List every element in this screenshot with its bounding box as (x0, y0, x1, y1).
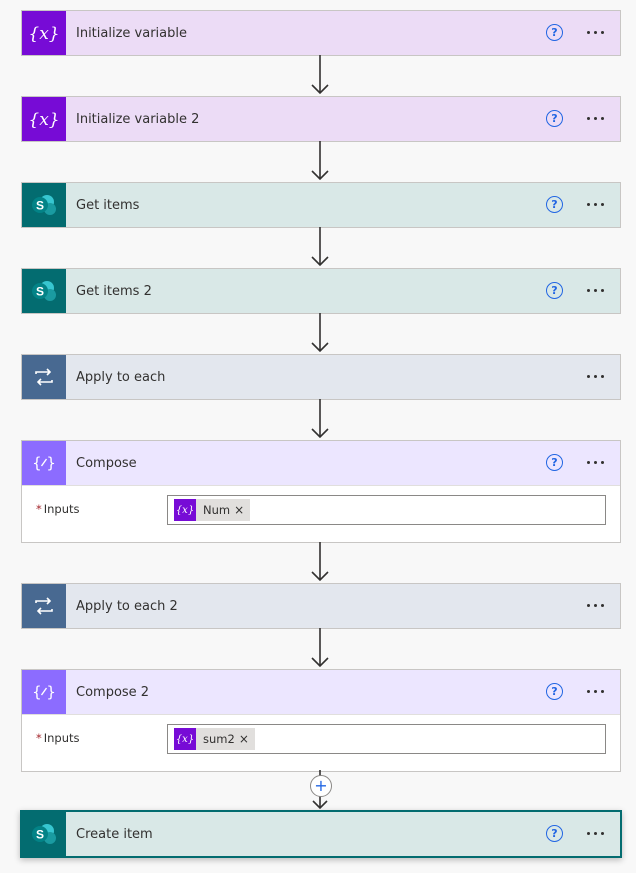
step-title: Initialize variable 2 (76, 111, 200, 127)
dynamic-token[interactable]: {𝑥} sum2 × (174, 728, 255, 750)
step-apply-to-each-2[interactable]: Apply to each 2 (21, 583, 621, 629)
more-options-icon[interactable] (582, 449, 608, 475)
step-header[interactable]: { } Compose 2 ? (22, 670, 620, 714)
connector-arrow (310, 542, 330, 582)
step-header[interactable]: {𝑥} Initialize variable 2 ? (22, 97, 620, 141)
step-compose[interactable]: { } Compose ? *Inputs {𝑥} Num × (21, 440, 621, 543)
compose-icon: { } (22, 441, 66, 485)
svg-text:S: S (36, 828, 44, 842)
remove-token-icon[interactable]: × (234, 503, 245, 517)
plus-icon: + (314, 776, 328, 795)
step-title: Apply to each (76, 369, 166, 385)
step-body: *Inputs {𝑥} sum2 × (22, 714, 620, 771)
required-mark: * (36, 731, 42, 745)
step-header[interactable]: S Get items 2 ? (22, 269, 620, 313)
connector-arrow (310, 141, 330, 181)
remove-token-icon[interactable]: × (238, 732, 249, 746)
step-title: Compose 2 (76, 684, 150, 700)
step-title: Initialize variable (76, 25, 187, 41)
step-body: *Inputs {𝑥} Num × (22, 485, 620, 542)
svg-text:{𝑥}: {𝑥} (29, 24, 59, 44)
dynamic-token[interactable]: {𝑥} Num × (174, 499, 251, 521)
svg-text:S: S (36, 285, 44, 299)
step-header[interactable]: Apply to each (22, 355, 620, 399)
help-icon[interactable]: ? (546, 24, 563, 41)
connector-arrow (310, 313, 330, 353)
connector-arrow (310, 399, 330, 439)
help-icon[interactable]: ? (546, 825, 563, 842)
step-get-items[interactable]: S Get items ? (21, 182, 621, 228)
connector-arrow (310, 55, 330, 95)
more-options-icon[interactable] (582, 592, 608, 618)
sharepoint-icon: S (22, 183, 66, 227)
step-initialize-variable[interactable]: {𝑥} Initialize variable ? (21, 10, 621, 56)
loop-icon (22, 355, 66, 399)
step-title: Compose (76, 455, 137, 471)
add-step-button[interactable]: + (310, 775, 332, 797)
variable-icon: {𝑥} (174, 728, 196, 750)
step-title: Apply to each 2 (76, 598, 178, 614)
help-icon[interactable]: ? (546, 282, 563, 299)
step-apply-to-each[interactable]: Apply to each (21, 354, 621, 400)
connector-arrow (310, 628, 330, 668)
inputs-label: *Inputs (36, 502, 80, 516)
inputs-field[interactable]: {𝑥} Num × (167, 495, 606, 525)
step-get-items-2[interactable]: S Get items 2 ? (21, 268, 621, 314)
more-options-icon[interactable] (582, 820, 608, 846)
step-title: Get items 2 (76, 283, 152, 299)
svg-text:S: S (36, 199, 44, 213)
step-title: Get items (76, 197, 140, 213)
more-options-icon[interactable] (582, 105, 608, 131)
compose-icon: { } (22, 670, 66, 714)
help-icon[interactable]: ? (546, 110, 563, 127)
variable-icon: {𝑥} (22, 97, 66, 141)
token-label: sum2 (203, 732, 235, 746)
token-label: Num (203, 503, 231, 517)
sharepoint-icon: S (22, 269, 66, 313)
loop-icon (22, 584, 66, 628)
inputs-field[interactable]: {𝑥} sum2 × (167, 724, 606, 754)
more-options-icon[interactable] (582, 277, 608, 303)
connector-arrow (310, 227, 330, 267)
help-icon[interactable]: ? (546, 196, 563, 213)
inputs-label: *Inputs (36, 731, 80, 745)
more-options-icon[interactable] (582, 678, 608, 704)
svg-text:{𝑥}: {𝑥} (29, 110, 59, 130)
step-header[interactable]: {𝑥} Initialize variable ? (22, 11, 620, 55)
help-icon[interactable]: ? (546, 454, 563, 471)
step-initialize-variable-2[interactable]: {𝑥} Initialize variable 2 ? (21, 96, 621, 142)
required-mark: * (36, 502, 42, 516)
step-header[interactable]: { } Compose ? (22, 441, 620, 485)
step-compose-2[interactable]: { } Compose 2 ? *Inputs {𝑥} sum2 × (21, 669, 621, 772)
variable-icon: {𝑥} (22, 11, 66, 55)
more-options-icon[interactable] (582, 363, 608, 389)
step-header[interactable]: Apply to each 2 (22, 584, 620, 628)
step-title: Create item (76, 826, 153, 842)
step-header[interactable]: S Get items ? (22, 183, 620, 227)
sharepoint-icon: S (22, 812, 66, 856)
variable-icon: {𝑥} (174, 499, 196, 521)
help-icon[interactable]: ? (546, 683, 563, 700)
more-options-icon[interactable] (582, 191, 608, 217)
more-options-icon[interactable] (582, 19, 608, 45)
step-create-item[interactable]: S Create item ? (20, 810, 622, 858)
step-header[interactable]: S Create item ? (22, 812, 620, 856)
